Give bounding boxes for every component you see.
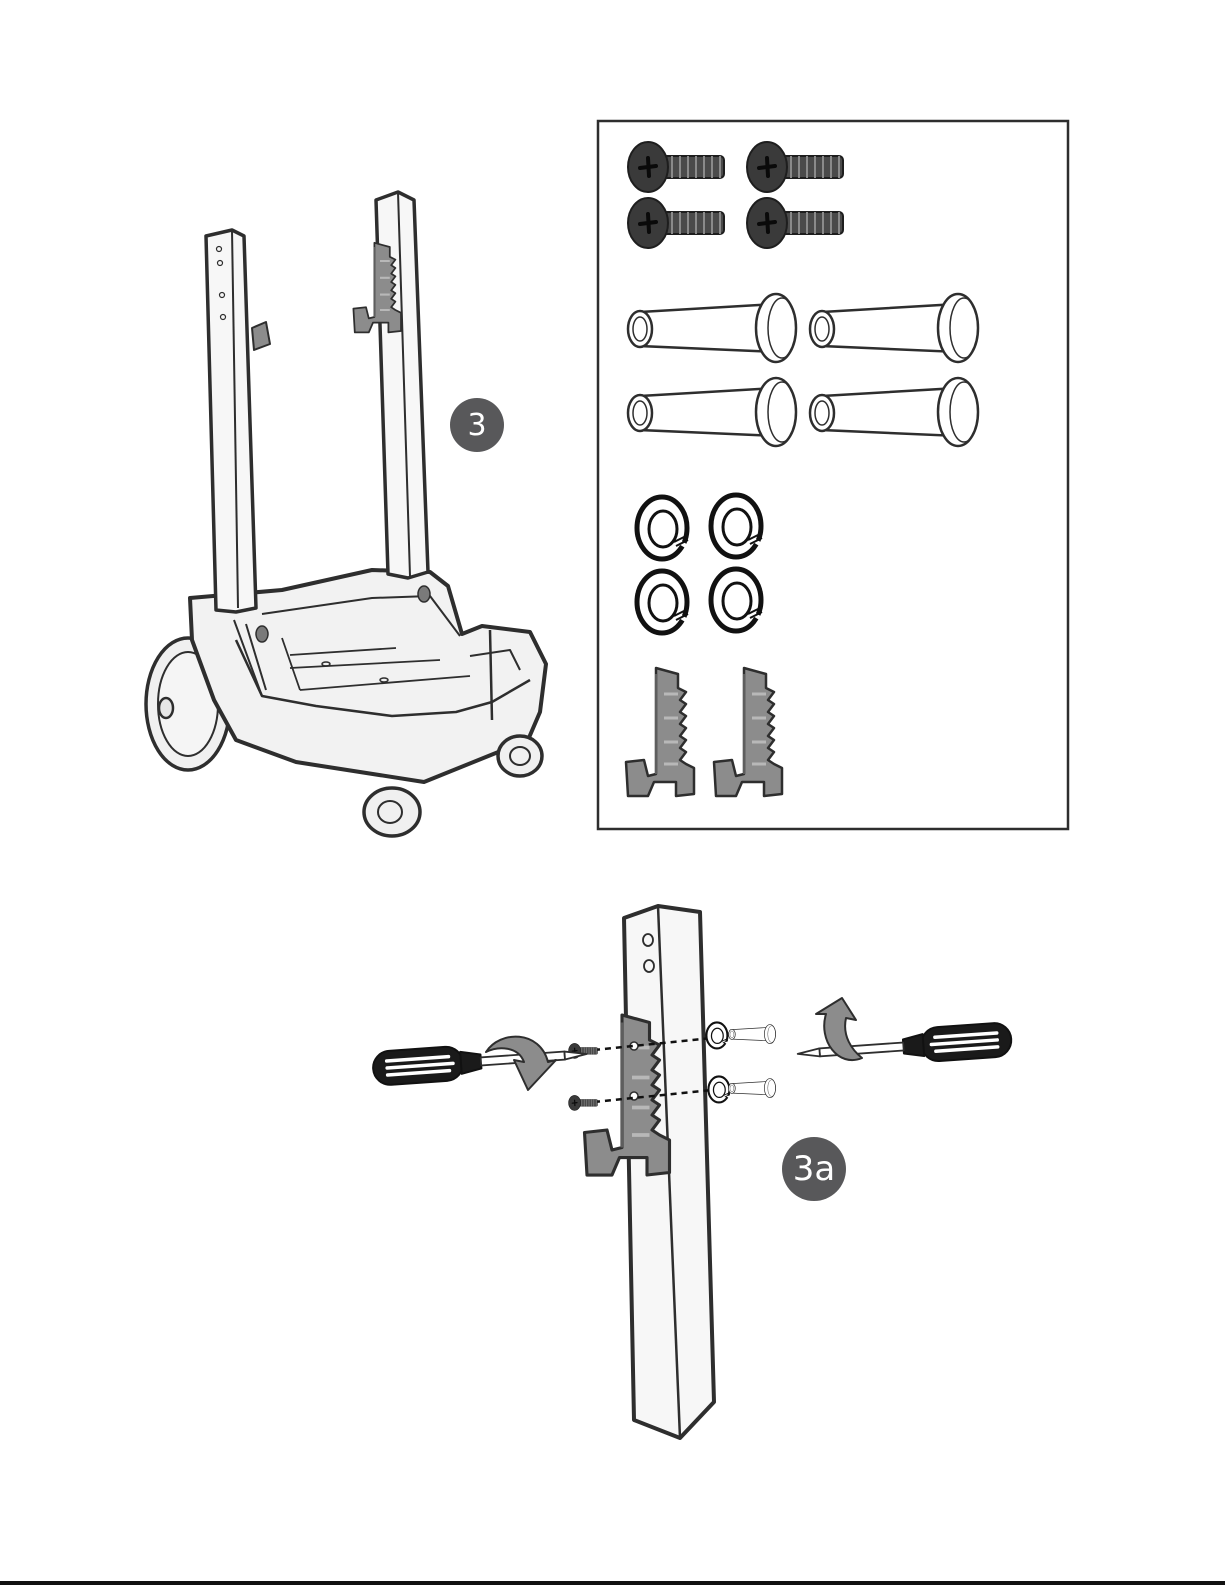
detail-spacer-bottom (729, 1079, 776, 1098)
washer-icon (637, 571, 688, 633)
cart-illustration (146, 192, 546, 836)
front-caster-right (498, 736, 542, 776)
parts-panel (598, 121, 1068, 829)
step-badge-3a: 3a (782, 1137, 846, 1201)
front-caster-left (364, 788, 420, 836)
detail-spacer-top (729, 1025, 776, 1044)
step-badge-3: 3 (450, 398, 504, 452)
washer-icon (711, 495, 762, 557)
left-post (206, 230, 256, 612)
detail-illustration (372, 906, 1012, 1438)
bottom-rule (0, 1581, 1225, 1585)
washer-icon (637, 497, 688, 559)
detail-screw-bottom (569, 1095, 598, 1110)
washer-icon (711, 569, 762, 631)
